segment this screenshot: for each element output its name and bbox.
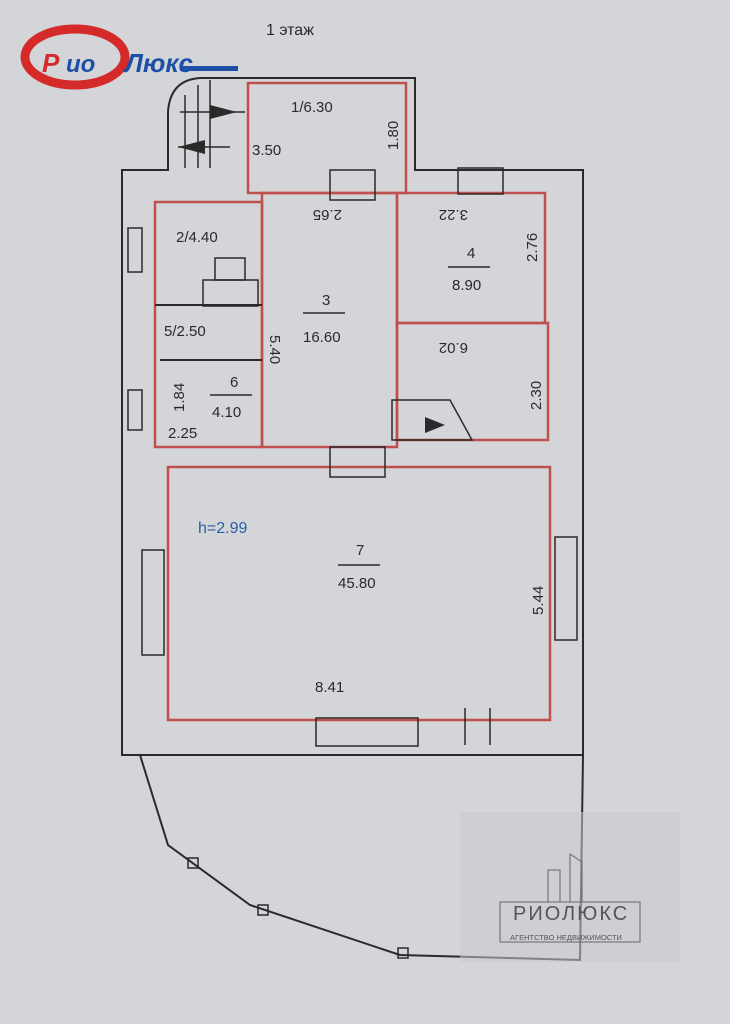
room-3-width: 2.65 [313,206,342,223]
room-1-label: 1/6.30 [291,99,333,116]
hall-depth: 2.30 [528,381,545,410]
room-7-depth: 5.44 [530,586,547,615]
room-3-depth: 5.40 [266,335,283,364]
svg-text:Р: Р [42,48,60,78]
room-walls [153,81,552,722]
room-7-width: 8.41 [315,679,344,696]
watermark [460,812,680,962]
room-1-width: 3.50 [252,142,281,159]
room-6-area: 4.10 [212,404,241,421]
room-6-width: 2.25 [168,425,197,442]
watermark-subtitle: АГЕНТСТВО НЕДВИЖИМОСТИ [510,933,622,942]
svg-text:ио: ио [66,51,95,78]
room-5-label: 5/2.50 [164,323,206,340]
room-6-depth: 1.84 [171,383,188,412]
room-4-number: 4 [467,245,475,262]
svg-text:Люкс: Люкс [123,48,194,78]
windows [127,167,578,747]
room-4-width: 3.22 [439,206,468,223]
room-4-depth: 2.76 [524,233,541,262]
room-7-number: 7 [356,542,364,559]
company-logo: Р ио Люкс [20,24,238,90]
room-4-area: 8.90 [452,277,481,294]
room-1-depth: 1.80 [385,121,402,150]
room-3-number: 3 [322,292,330,309]
ceiling-height: h=2.99 [198,520,247,537]
room-6-number: 6 [230,374,238,391]
room-3-area: 16.60 [303,329,341,346]
watermark-name: РИОЛЮКС [513,903,630,925]
room-2-label: 2/4.40 [176,229,218,246]
room-7-area: 45.80 [338,575,376,592]
entrance-stairs [178,80,245,168]
floor-title: 1 этаж [266,22,314,39]
hall-width: 6.02 [439,339,468,356]
